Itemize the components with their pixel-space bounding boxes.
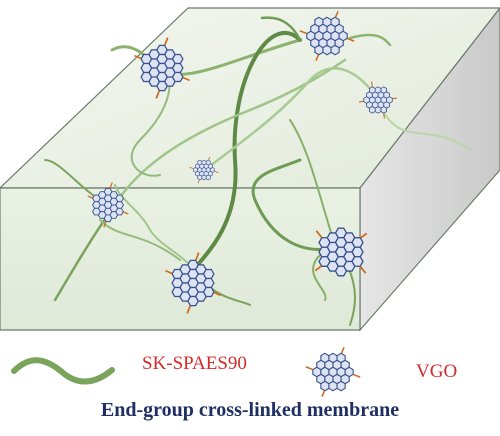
legend-polymer-label: SK-SPAES90: [142, 353, 247, 374]
legend-vgo-label: VGO: [416, 361, 458, 382]
polymer-chain: [260, 16, 302, 42]
polymer-chain: [203, 67, 377, 172]
polymer-chain: [251, 158, 347, 251]
polymer-chain: [99, 219, 181, 261]
polymer-chain: [312, 254, 327, 301]
legend: [11, 347, 360, 396]
legend-polymer-swatch: [11, 357, 115, 385]
polymer-chain: [348, 33, 392, 47]
polymer-chain: [130, 69, 171, 177]
polymer-chain: [289, 119, 336, 246]
polymer-chain: [193, 31, 302, 270]
figure-caption: End-group cross-linked membrane: [100, 399, 400, 421]
polymer-chain: [379, 104, 471, 151]
legend-vgo-icon: [306, 347, 360, 396]
